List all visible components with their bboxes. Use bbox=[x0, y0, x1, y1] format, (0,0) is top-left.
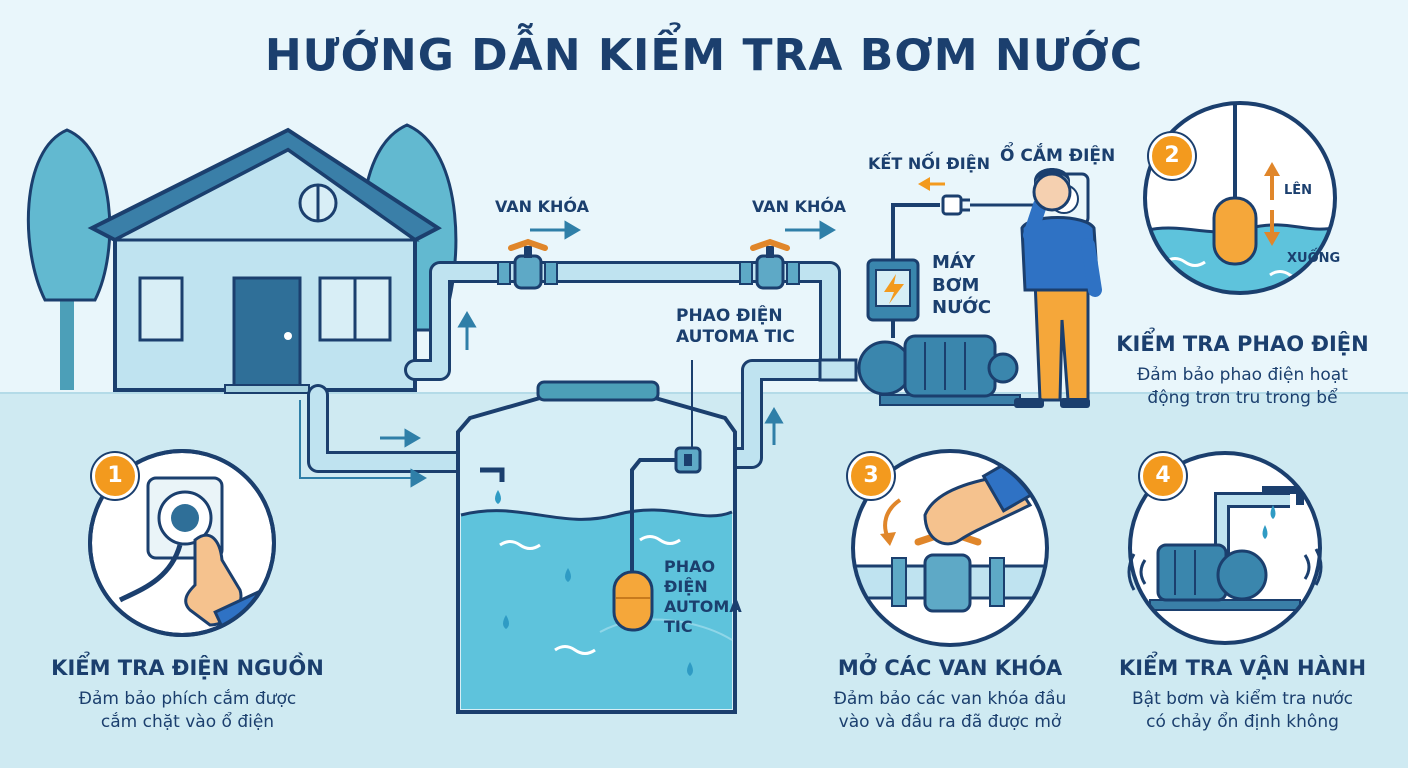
float-switch-icon bbox=[612, 446, 702, 632]
page-title: HƯỚNG DẪN KIỂM TRA BƠM NƯỚC bbox=[264, 30, 1144, 81]
step-2-description: Đảm bảo phao điện hoạt động trơn tru tro… bbox=[1137, 365, 1348, 408]
valve-left-icon bbox=[497, 238, 558, 290]
vibration-lines-icon bbox=[1127, 548, 1323, 591]
step-1-description: Đảm bảo phích cắm được cắm chặt vào ổ đi… bbox=[78, 689, 297, 732]
valve-left-label: VAN KHÓA bbox=[495, 197, 589, 216]
float-down-label: XUỐNG bbox=[1287, 251, 1341, 266]
step-2-title: KIỂM TRA PHAO ĐIỆN bbox=[1116, 332, 1369, 356]
plug-cable-icon bbox=[941, 194, 1040, 216]
float-up-label: LÊN bbox=[1284, 183, 1313, 198]
arrow-down-icon bbox=[1264, 210, 1280, 246]
tree-left-icon bbox=[26, 128, 112, 390]
float-label-tank: PHAO ĐIỆN AUTOMA TIC bbox=[664, 557, 742, 636]
arrow-left-icon bbox=[918, 177, 945, 191]
valve-right-label: VAN KHÓA bbox=[752, 197, 846, 216]
pump-label: MÁY BƠM NƯỚC bbox=[932, 252, 992, 318]
step-2-badge: 2 bbox=[1149, 133, 1195, 179]
water-tank bbox=[456, 380, 737, 714]
valve-hand-icon bbox=[853, 451, 1047, 613]
step-1-title: KIỂM TRA ĐIỆN NGUỒN bbox=[51, 656, 324, 680]
house-icon bbox=[87, 127, 442, 394]
step-3-title: MỞ CÁC VAN KHÓA bbox=[837, 656, 1063, 680]
step-1-badge: 1 bbox=[92, 453, 138, 499]
power-connection-label: KẾT NỐI ĐIỆN bbox=[868, 154, 991, 173]
arrow-up-icon bbox=[1264, 162, 1280, 200]
step-4-badge: 4 bbox=[1140, 453, 1186, 499]
step-3-description: Đảm bảo các van khóa đầu vào và đầu ra đ… bbox=[833, 689, 1067, 732]
flow-arrows bbox=[380, 220, 836, 488]
rotate-arrow-icon bbox=[880, 498, 902, 546]
step-3-badge: 3 bbox=[848, 453, 894, 499]
pump-running-icon bbox=[1149, 486, 1304, 611]
step-4-title: KIỂM TRA VẬN HÀNH bbox=[1118, 656, 1367, 680]
float-label-top: PHAO ĐIỆN AUTOMA TIC bbox=[676, 306, 795, 348]
pump-icon bbox=[818, 203, 1021, 406]
person-icon bbox=[1014, 168, 1102, 408]
outlet-label: Ổ CẮM ĐIỆN bbox=[1000, 146, 1116, 166]
step-4-description: Bật bơm và kiểm tra nước có chảy ổn định… bbox=[1132, 689, 1353, 732]
valve-right-icon bbox=[739, 238, 800, 290]
